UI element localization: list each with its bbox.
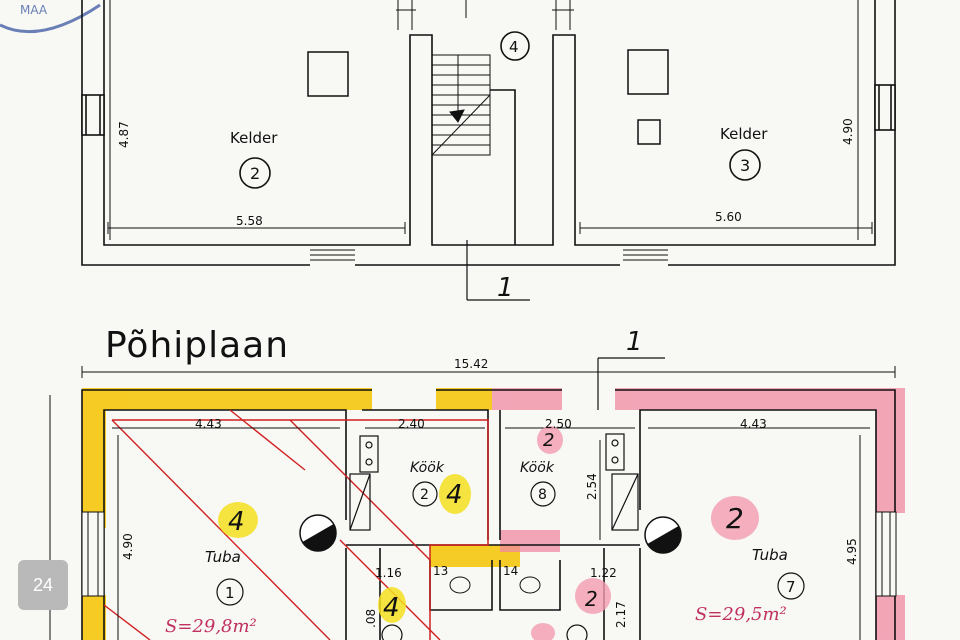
dim-left-height: 4.90 xyxy=(121,533,135,560)
right-room-number: 7 xyxy=(786,578,796,596)
basement-room-left-name: Kelder xyxy=(230,129,278,147)
basement-dim-right-width: 5.60 xyxy=(715,210,742,224)
right-room-area-note: S=29,5m² xyxy=(695,604,787,625)
right-room-name: Tuba xyxy=(752,546,788,564)
left-room-hand-number: 4 xyxy=(228,507,245,537)
hand-marks xyxy=(218,426,759,640)
kitchen-right-hand-number: 2 xyxy=(543,430,554,451)
heating-stove-icons xyxy=(299,514,682,554)
hand-mark-lower-right: 2 xyxy=(585,587,598,611)
dim-kitchen-depth: 2.54 xyxy=(585,473,599,500)
interior-dimension-lines xyxy=(112,427,870,640)
red-strike-lines xyxy=(103,409,441,640)
closet-left-number: 13 xyxy=(433,564,448,578)
kitchen-left-number: 2 xyxy=(420,487,429,503)
dim-left-room: 4.43 xyxy=(195,417,222,431)
right-room-hand-number: 2 xyxy=(726,502,744,535)
dim-small-2: 1.22 xyxy=(590,566,617,580)
left-room-number: 1 xyxy=(225,584,235,602)
basement-room-right-name: Kelder xyxy=(720,125,768,143)
main-plan-title: Põhiplaan xyxy=(105,325,289,366)
main-section-marker-line xyxy=(597,357,665,410)
basement-dim-left-height: 4.87 xyxy=(117,121,131,148)
main-windows xyxy=(81,511,897,597)
dim-small-4: .08 xyxy=(364,609,378,628)
basement-stair-number: 4 xyxy=(509,38,519,56)
red-boundary-line xyxy=(112,419,489,640)
basement-dim-left-width: 5.58 xyxy=(236,214,263,228)
toilet-icons xyxy=(449,576,541,594)
dim-right-room: 4.43 xyxy=(740,417,767,431)
room-number-circles xyxy=(216,481,805,640)
stamp: MAA xyxy=(0,3,101,34)
dim-kitchen-left: 2.40 xyxy=(398,417,425,431)
hand-mark-lower-left: 4 xyxy=(383,593,400,623)
page-number-badge: 24 xyxy=(18,560,68,610)
kitchen-left-hand-number: 4 xyxy=(446,480,463,510)
dim-kitchen-right: 2.50 xyxy=(545,417,572,431)
highlight-yellow-walls xyxy=(82,388,520,640)
left-room-area-note: S=29,8m² xyxy=(165,616,257,637)
basement-section-marker: 1 xyxy=(497,273,514,303)
dim-right-height: 4.95 xyxy=(845,538,859,565)
stove-icons xyxy=(349,433,639,531)
closet-right-number: 14 xyxy=(503,564,518,578)
main-section-marker: 1 xyxy=(626,327,643,357)
kitchen-right-name: Köök xyxy=(520,460,555,476)
kitchen-left-name: Köök xyxy=(410,460,445,476)
left-room-name: Tuba xyxy=(205,548,241,566)
dim-small-3: 2.17 xyxy=(614,601,628,628)
kitchen-right-number: 8 xyxy=(538,487,547,503)
basement-plan xyxy=(81,0,896,301)
dim-small-1: 1.16 xyxy=(375,566,402,580)
overall-width: 15.42 xyxy=(454,357,488,371)
basement-room-right-number: 3 xyxy=(740,156,750,175)
basement-dim-right-height: 4.90 xyxy=(841,118,855,145)
stamp-text: MAA xyxy=(20,3,48,17)
basement-room-left-number: 2 xyxy=(250,164,260,183)
highlight-pink-walls xyxy=(492,388,905,640)
